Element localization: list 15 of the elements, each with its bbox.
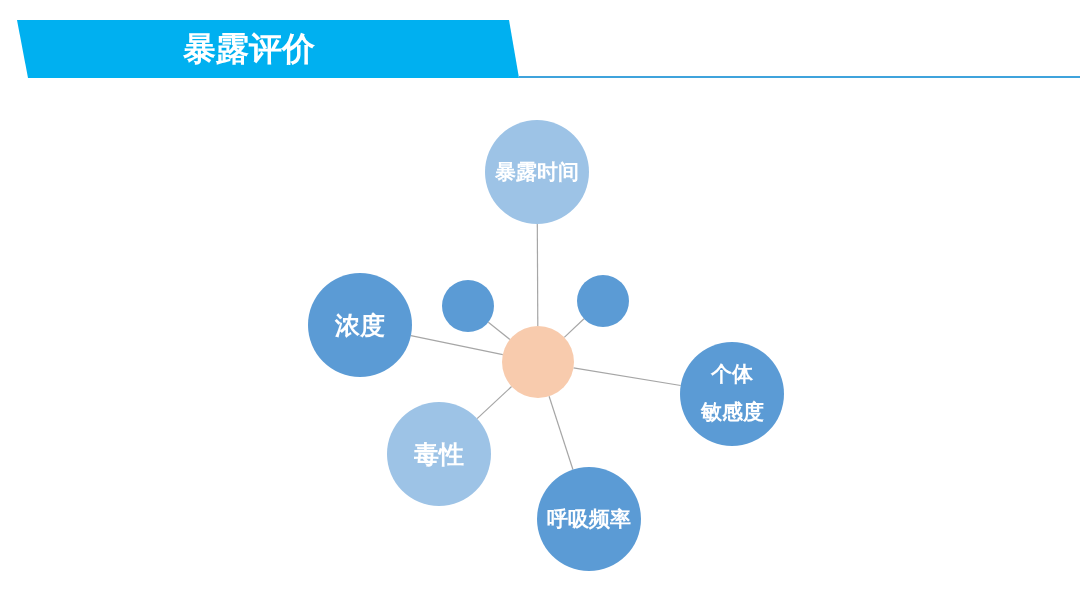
factor-circle: 毒性 [387,402,491,506]
title-banner: 暴露评价 [17,20,519,78]
connector-line [548,395,574,471]
small-circle [442,280,494,332]
connector-line [536,223,539,327]
connector-line [410,335,504,356]
connector-line [563,318,585,338]
factor-circle: 暴露时间 [485,120,589,224]
connector-line [487,321,511,341]
factor-circle: 呼吸频率 [537,467,641,571]
factor-circle: 浓度 [308,273,412,377]
small-circle [577,275,629,327]
connector-line [476,385,513,420]
factor-circle: 个体敏感度 [680,342,784,446]
connector-line [572,367,682,387]
